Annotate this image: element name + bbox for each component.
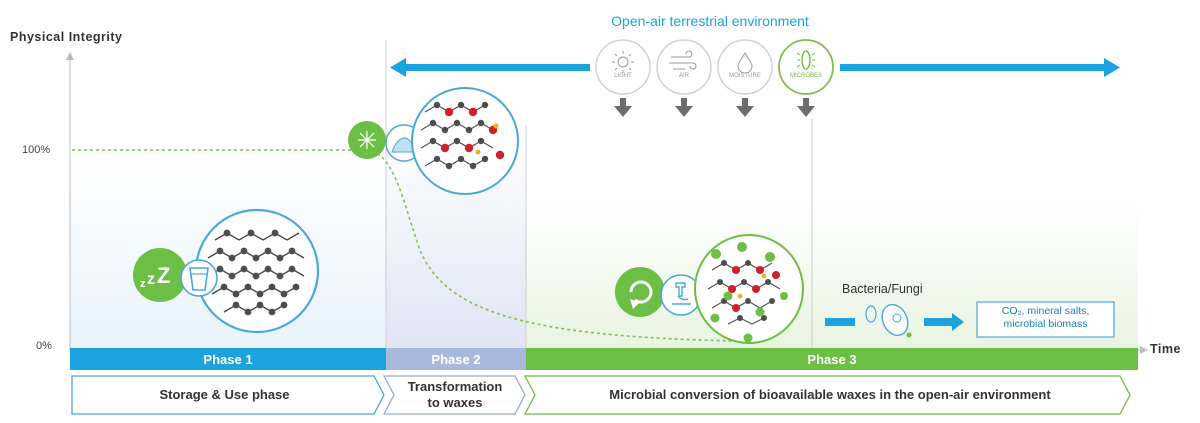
phase3-bar: Phase 3: [526, 348, 1138, 370]
phase3-desc-chevron: [523, 375, 1131, 415]
bacteria-icon: [865, 303, 912, 338]
integrity-curve: [72, 149, 741, 342]
factor-label-microbes: MICROBES: [789, 73, 822, 79]
phase1-bar: Phase 1: [70, 348, 386, 370]
phase2-bar: Phase 2: [386, 348, 526, 370]
microbes-icon: [778, 39, 834, 95]
output-line2: microbial biomass: [1003, 318, 1088, 330]
conversion-arrow-2-head: [952, 313, 964, 331]
factor-label-air: AIR: [678, 73, 689, 79]
phase2-desc-chevron: [382, 375, 526, 415]
svg-text:z: z: [147, 271, 155, 288]
output-text: CO₂, mineral salts, microbial biomass: [977, 305, 1114, 331]
factor-label-light: LIGHT: [614, 73, 632, 79]
sleep-zzz-icon: z z Z: [133, 248, 187, 302]
light-burst-icon: [348, 121, 386, 159]
phase2-description-line1: Transformation: [407, 379, 503, 394]
environment-title: Open-air terrestrial environment: [611, 13, 809, 29]
x-axis-title: Time: [1150, 342, 1181, 356]
phase1-molecule-icon: [194, 208, 320, 334]
y-axis-title: Physical Integrity: [10, 30, 123, 44]
factor-down-arrows: [614, 98, 815, 117]
phase2-description: Transformation to waxes: [392, 376, 518, 414]
factor-label-moisture: MOISTURE: [729, 73, 761, 79]
phase3-description: Microbial conversion of bioavailable wax…: [609, 387, 1051, 402]
x-axis-arrow: [1140, 346, 1148, 354]
phase1-description: Storage & Use phase: [159, 387, 290, 402]
output-line1: CO₂, mineral salts,: [1001, 305, 1090, 317]
env-arrow-left-bar: [402, 64, 590, 71]
y-tick-100: 100%: [22, 144, 51, 156]
phase3-molecule-icon: [694, 234, 804, 344]
env-arrow-right-bar: [840, 64, 1108, 71]
conversion-arrow-1: [825, 318, 855, 326]
phase2-description-line2: to waxes: [427, 395, 483, 410]
output-box: [976, 301, 1115, 338]
y-tick-0: 0%: [36, 340, 52, 352]
recycle-icon: [615, 267, 665, 317]
air-icon: [656, 39, 712, 95]
moisture-icon: [717, 39, 773, 95]
light-icon: [595, 39, 651, 95]
phase2-molecule-icon: [411, 87, 519, 195]
y-axis-arrow: [66, 52, 74, 60]
env-arrow-right-head: [1104, 58, 1120, 77]
phase1-desc-chevron: [71, 375, 385, 415]
microscope-icon: [660, 274, 702, 316]
svg-text:z: z: [140, 278, 146, 290]
cup-icon: [180, 259, 218, 297]
env-arrow-left-head: [390, 58, 406, 77]
conversion-arrow-2-bar: [924, 318, 954, 326]
svg-text:Z: Z: [157, 263, 170, 288]
bacteria-fungi-label: Bacteria/Fungi: [842, 282, 923, 296]
